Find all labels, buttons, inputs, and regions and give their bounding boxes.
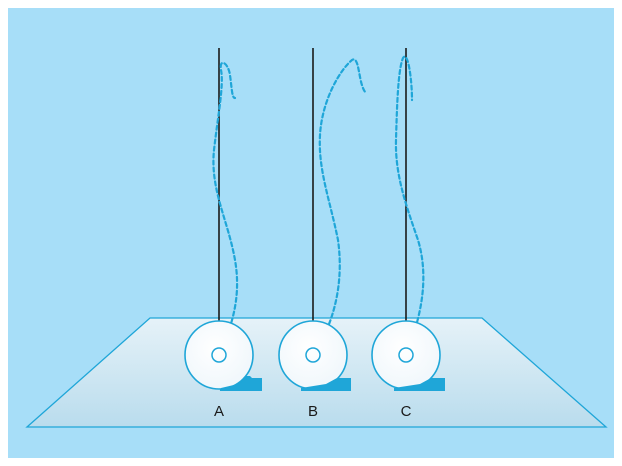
pivot-b xyxy=(305,347,321,363)
pendulum-a xyxy=(184,320,262,391)
pivot-c xyxy=(398,347,414,363)
cord-path-c xyxy=(394,55,425,357)
pendulum-b xyxy=(278,320,351,391)
pivot-a xyxy=(211,347,227,363)
label-c: C xyxy=(401,403,412,420)
cord-path-a xyxy=(212,61,239,357)
foot-c xyxy=(394,378,445,391)
foot-b xyxy=(301,378,351,391)
pendulum-c xyxy=(371,320,445,391)
label-a: A xyxy=(214,403,224,420)
disc-a xyxy=(184,320,254,390)
foot-a xyxy=(221,378,262,391)
label-b: B xyxy=(308,403,318,420)
cord-path-b xyxy=(311,58,368,357)
